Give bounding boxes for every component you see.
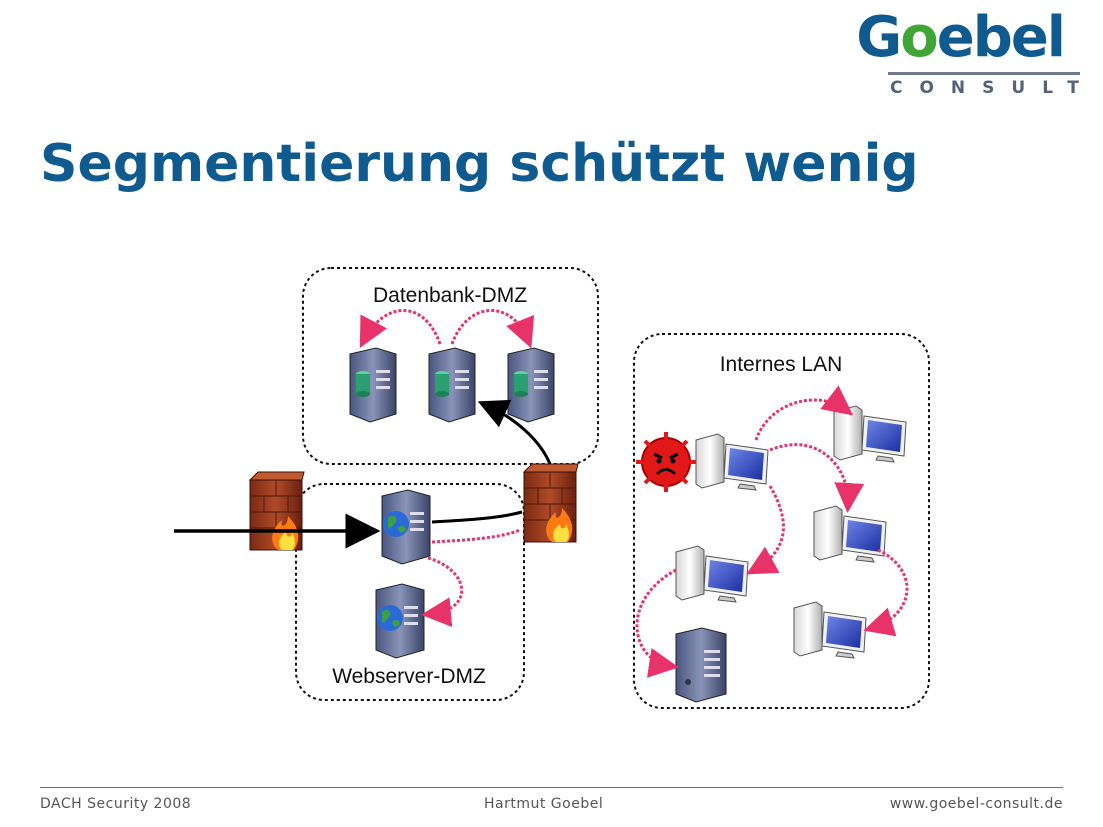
lateral-movement-arrow [359,309,442,348]
webserver-dmz-zone [295,483,525,701]
internal-lan-label: Internes LAN [720,353,843,376]
lateral-movement-arrow [450,309,535,349]
lateral-movement-arrow [746,485,785,575]
slide-title: Segmentierung schützt wenig [40,134,919,194]
footer-website: www.goebel-consult.de [889,796,1063,812]
web-server-icon [375,583,425,659]
lateral-movement-arrow [635,568,679,678]
workstation-icon [675,545,749,603]
attacker-virus-icon [636,432,696,492]
lateral-movement-arrow [421,556,464,628]
database-server-icon [507,347,555,423]
webserver-dmz-label: Webserver-DMZ [332,665,486,688]
firewall-icon [522,463,579,543]
footer-divider [40,787,1063,788]
logo: Goebel CONSULT [856,8,1084,98]
lateral-movement-arrow [863,548,909,637]
lateral-movement-arrow [754,385,854,441]
database-server-icon [428,347,476,423]
logo-divider [888,72,1080,75]
logo-wordmark: Goebel [856,5,1066,70]
workstation-icon [793,601,867,659]
lateral-movement-arrow [431,528,521,544]
server-icon [675,627,727,703]
attack-path-arrow [431,510,523,524]
attack-path-arrow [477,399,552,465]
internal-lan-zone [633,333,930,709]
logo-subtitle: CONSULT [890,78,1096,98]
database-dmz-label: Datenbank-DMZ [373,284,527,307]
lateral-movement-arrow [769,443,865,513]
workstation-icon [833,405,907,463]
firewall-icon [248,471,305,551]
workstation-icon [813,505,887,563]
workstation-icon [695,433,769,491]
footer-author: Hartmut Goebel [484,796,604,812]
database-server-icon [349,347,397,423]
footer-event: DACH Security 2008 [40,796,192,812]
web-server-icon [381,489,431,565]
